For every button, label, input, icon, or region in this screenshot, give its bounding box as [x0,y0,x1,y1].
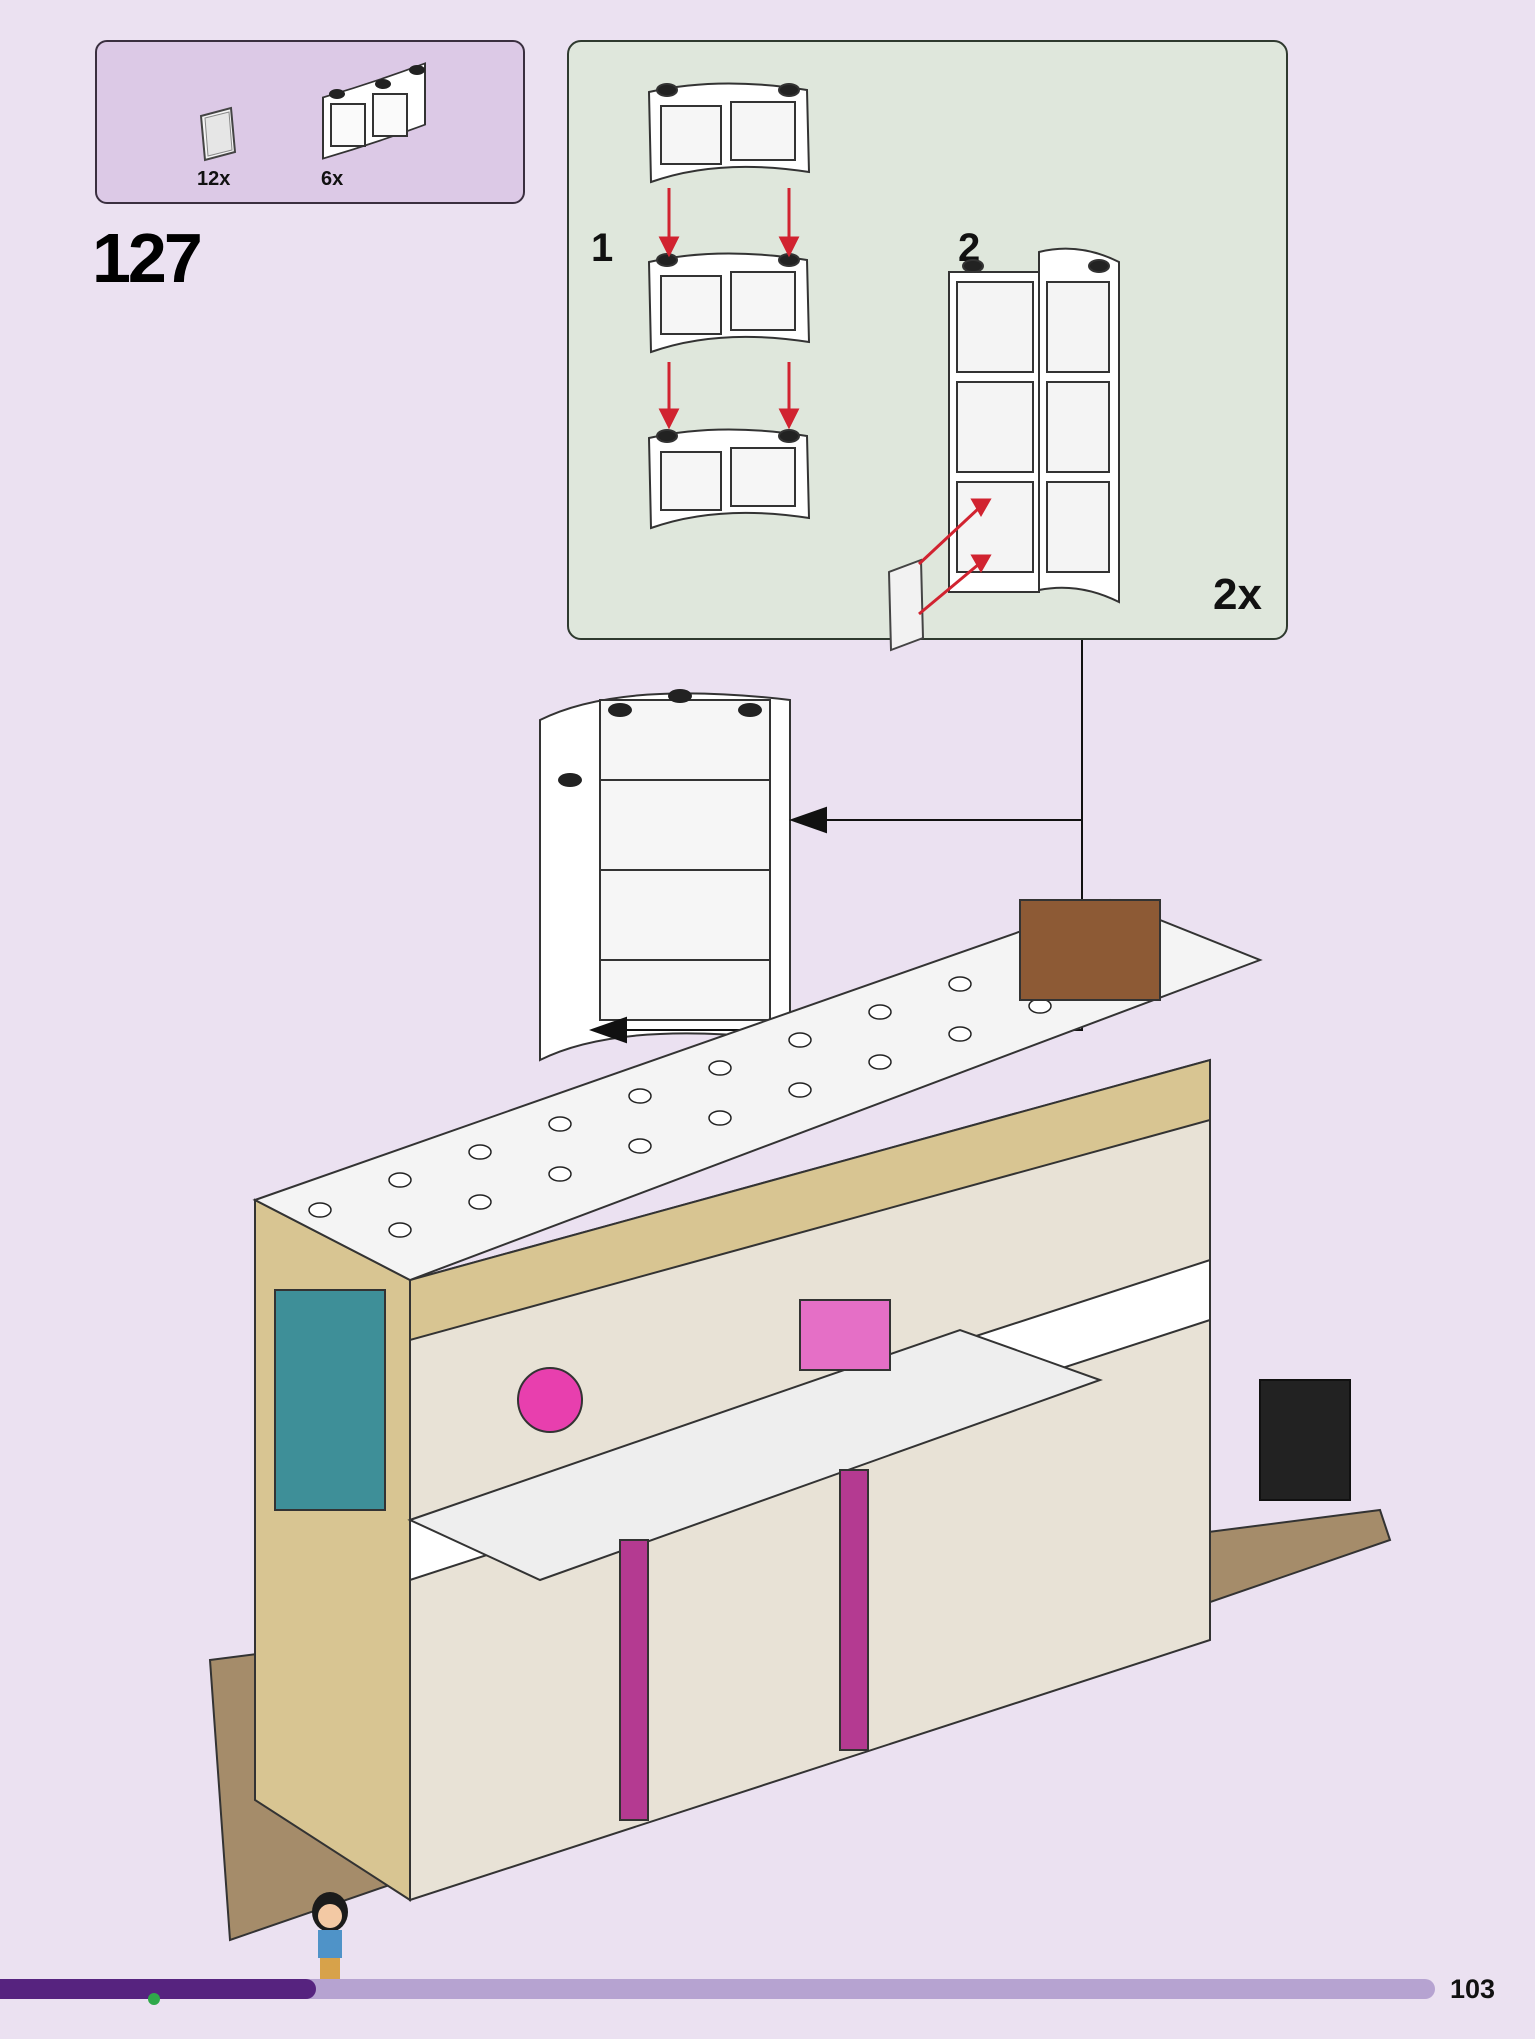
sub-step-2-illustration [887,247,1120,652]
middle-floor-plate [407,1328,1103,1582]
progress-marker [148,1993,160,2005]
sub-step-2-label: 2 [958,226,981,270]
window-tower [539,689,791,1062]
transparent-panel-icon [199,106,237,162]
page-number: 103 [1449,1974,1495,2004]
step-number: 127 [92,219,203,297]
curved-window-frame-icon [322,62,426,160]
assembly-arrow-icon [658,188,800,430]
pillar [619,1539,649,1821]
pillar [839,1469,869,1751]
part-quantity-frame: 6x [321,168,344,190]
upper-floor-front [409,1058,1211,1342]
sub-step-1-illustration [647,82,811,530]
wall-mural [274,1289,386,1511]
assembly-arrow-icon [917,498,992,616]
part-quantity-panel: 12x [197,168,231,190]
frame-bottom [647,428,811,530]
sub-step-1-label: 1 [591,226,614,270]
minidoll-icon [312,1892,348,1984]
main-model-illustration [208,640,1392,1942]
sub-assembly-multiplier: 2x [1213,570,1262,619]
roof-plate [252,898,1263,1282]
transparent-panel-icon [887,558,925,652]
sub-assembly-box: 1 2 [567,40,1288,652]
frame-top [647,82,811,184]
progress-bar [0,1979,1435,1999]
progress-bar-fill [0,1979,316,1999]
parts-callout: 12x 6x [95,40,525,204]
frame-middle [647,252,811,354]
